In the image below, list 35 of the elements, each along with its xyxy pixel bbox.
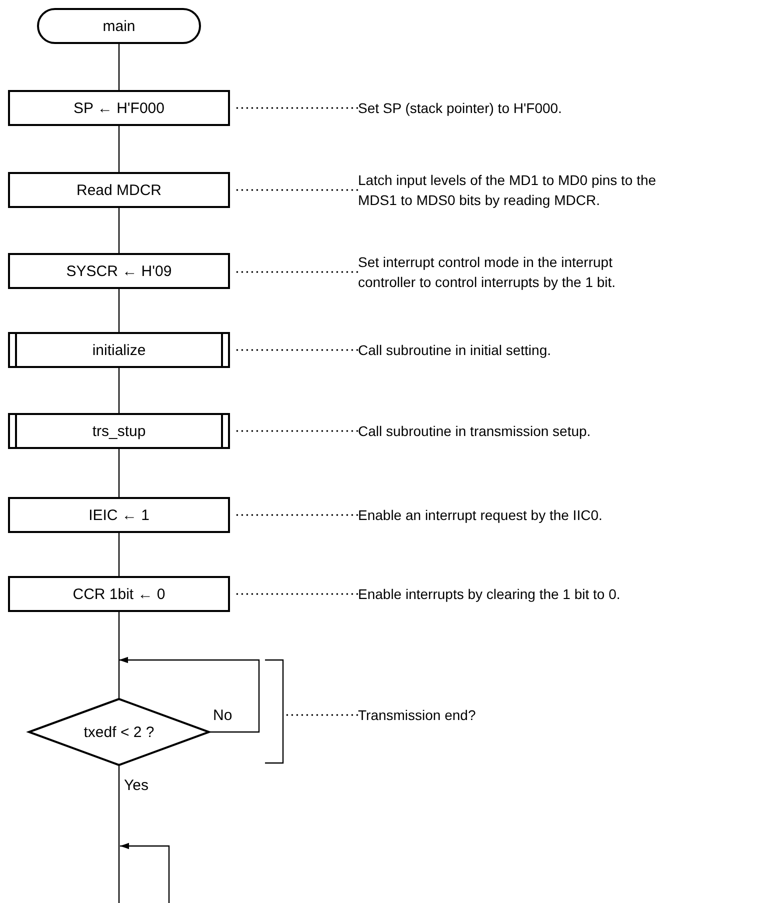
note-text: Latch input levels of the MD1 to MD0 pins to the MDS1 to MDS0 bits by reading MDCR.: [358, 171, 658, 210]
note-text: Call subroutine in initial setting.: [358, 341, 551, 360]
flow-line: [118, 612, 120, 698]
flow-line: [118, 208, 120, 253]
leader-line: [236, 593, 358, 595]
node-label: main: [102, 18, 136, 34]
arrow: [119, 656, 260, 733]
leader-line: [236, 107, 358, 109]
flow-line: [118, 368, 120, 413]
flow-line: [118, 44, 120, 90]
node-label: trs_stup: [92, 422, 146, 440]
leader-line: [236, 189, 358, 191]
node-label: SP ← H'F000: [74, 100, 164, 116]
leader-line: [236, 514, 358, 516]
note-text: Transmission end?: [358, 706, 476, 725]
leader-line: [236, 271, 358, 273]
node-label: Read MDCR: [76, 182, 162, 198]
note-text: Enable interrupts by clearing the 1 bit to 0.: [358, 585, 620, 604]
flow-line: [118, 449, 120, 497]
flow-line: [118, 766, 120, 903]
note-text: Enable an interrupt request by the IIC0.: [358, 506, 602, 525]
note-text: Set SP (stack pointer) to H'F000.: [358, 99, 562, 118]
leader-line: [236, 430, 358, 432]
node-label: IEIC ← 1: [88, 506, 150, 524]
node-label: initialize: [92, 342, 146, 358]
note-text: Call subroutine in transmission setup.: [358, 422, 591, 441]
node-label: CCR 1bit ← 0: [72, 586, 166, 602]
leader-line: [236, 349, 358, 351]
node-label: txedf < 2 ?: [84, 724, 154, 740]
leader-line: [286, 714, 358, 716]
flow-line: [118, 533, 120, 576]
note-text: Set interrupt control mode in the interrupt controller to control interrupts by the 1 bit.: [358, 253, 617, 292]
flow-line: [118, 289, 120, 332]
node-label: SYSCR ← H'09: [66, 262, 172, 280]
flow-line: [118, 126, 120, 172]
